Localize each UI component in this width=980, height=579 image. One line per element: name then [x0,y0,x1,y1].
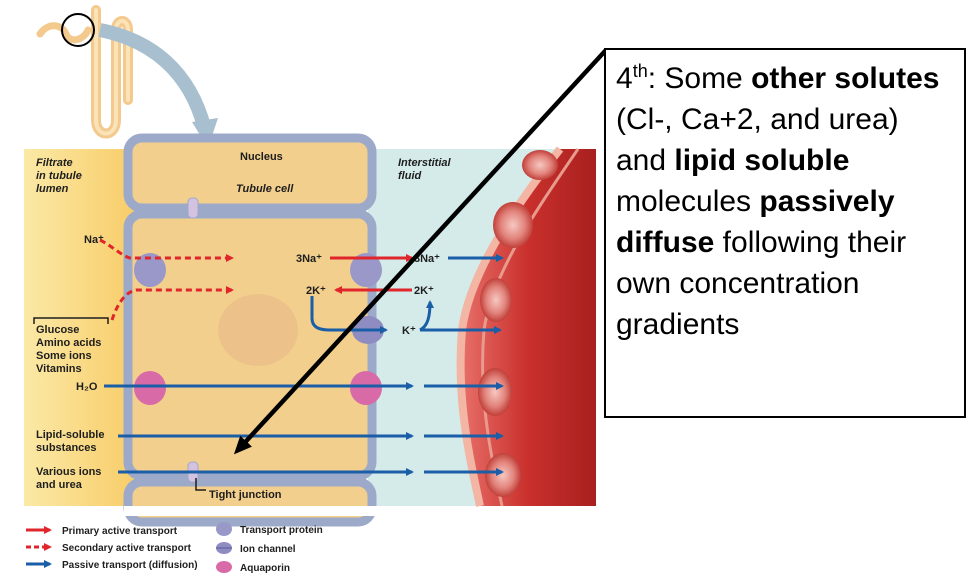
two-k-left-label: 2K⁺ [306,285,326,297]
callout-ordinal: 4 [616,62,633,95]
interstitial-label-1: Interstitial [398,157,452,169]
legend-aquaporin-icon [216,561,232,573]
lipid-label-1: Lipid-soluble [36,429,104,441]
tubule-cell-label: Tubule cell [236,183,294,195]
transport-arrows [99,238,504,476]
pump-protein-basal [350,253,382,287]
highlight-circle [61,13,95,47]
nephron-thumbnail [36,5,218,148]
legend-aquaporin: Aquaporin [240,563,290,574]
filtrate-label-2: in tubule [36,170,82,182]
capillary [456,146,596,507]
legend-passive: Passive transport (diffusion) [62,560,198,571]
callout-bold-passively-diffuse: passively diffuse [616,185,895,259]
callout-text-1: : Some [647,62,752,95]
red-blood-cells [478,150,558,497]
lipid-label-2: substances [36,442,97,454]
callout-bold-lipid-soluble: lipid soluble [674,144,850,177]
callout-bold-other-solutes: other solutes [751,62,940,95]
transport-protein-apical [134,253,166,287]
callout-text-3: molecules [616,185,760,218]
filtrate-label-3: lumen [36,183,69,195]
aquaporin-apical [134,371,166,405]
callout-box: 4th: Some other solutes (Cl-, Ca+2, and … [604,48,966,418]
legend-transport-protein: Transport protein [240,525,323,536]
nucleus [218,294,298,366]
h2o-label: H₂O [76,381,98,393]
callout-text-2: (Cl-, Ca+2, and urea) and [616,103,899,177]
legend-transport-protein-icon [216,522,232,536]
tubule-cells [123,133,384,527]
lumen-region [24,149,134,506]
callout-ordinal-suffix: th [632,61,648,81]
k-label: K⁺ [402,325,416,337]
solute-amino-acids: Amino acids [36,337,101,349]
two-k-right-label: 2K⁺ [414,285,434,297]
legend-primary: Primary active transport [62,526,178,537]
tight-junction-pointer [195,478,206,491]
na-label: Na⁺ [84,234,104,246]
tight-junction-label: Tight junction [209,489,282,501]
various-ions-label-2: and urea [36,479,83,491]
solute-glucose: Glucose [36,324,79,336]
nucleus-label: Nucleus [240,151,283,163]
three-na-right-label: 3Na⁺ [414,253,440,265]
filtrate-label-1: Filtrate [36,157,73,169]
solute-bracket [33,317,109,324]
diagram-labels: Filtrate in tubule lumen Nucleus Tubule … [36,151,452,501]
legend: Primary active transport Secondary activ… [26,522,323,574]
legend-ion-channel: Ion channel [240,544,296,555]
callout-text-4: following their own concentration gradie… [616,226,907,341]
interstitial-label-2: fluid [398,170,421,182]
various-ions-label-1: Various ions [36,466,101,478]
legend-secondary: Secondary active transport [62,543,192,554]
solute-vitamins: Vitamins [36,363,82,375]
solute-some-ions: Some ions [36,350,92,362]
callout-pointer-arrow [233,48,608,455]
three-na-left-label: 3Na⁺ [296,253,322,265]
aquaporin-basal [350,371,382,405]
